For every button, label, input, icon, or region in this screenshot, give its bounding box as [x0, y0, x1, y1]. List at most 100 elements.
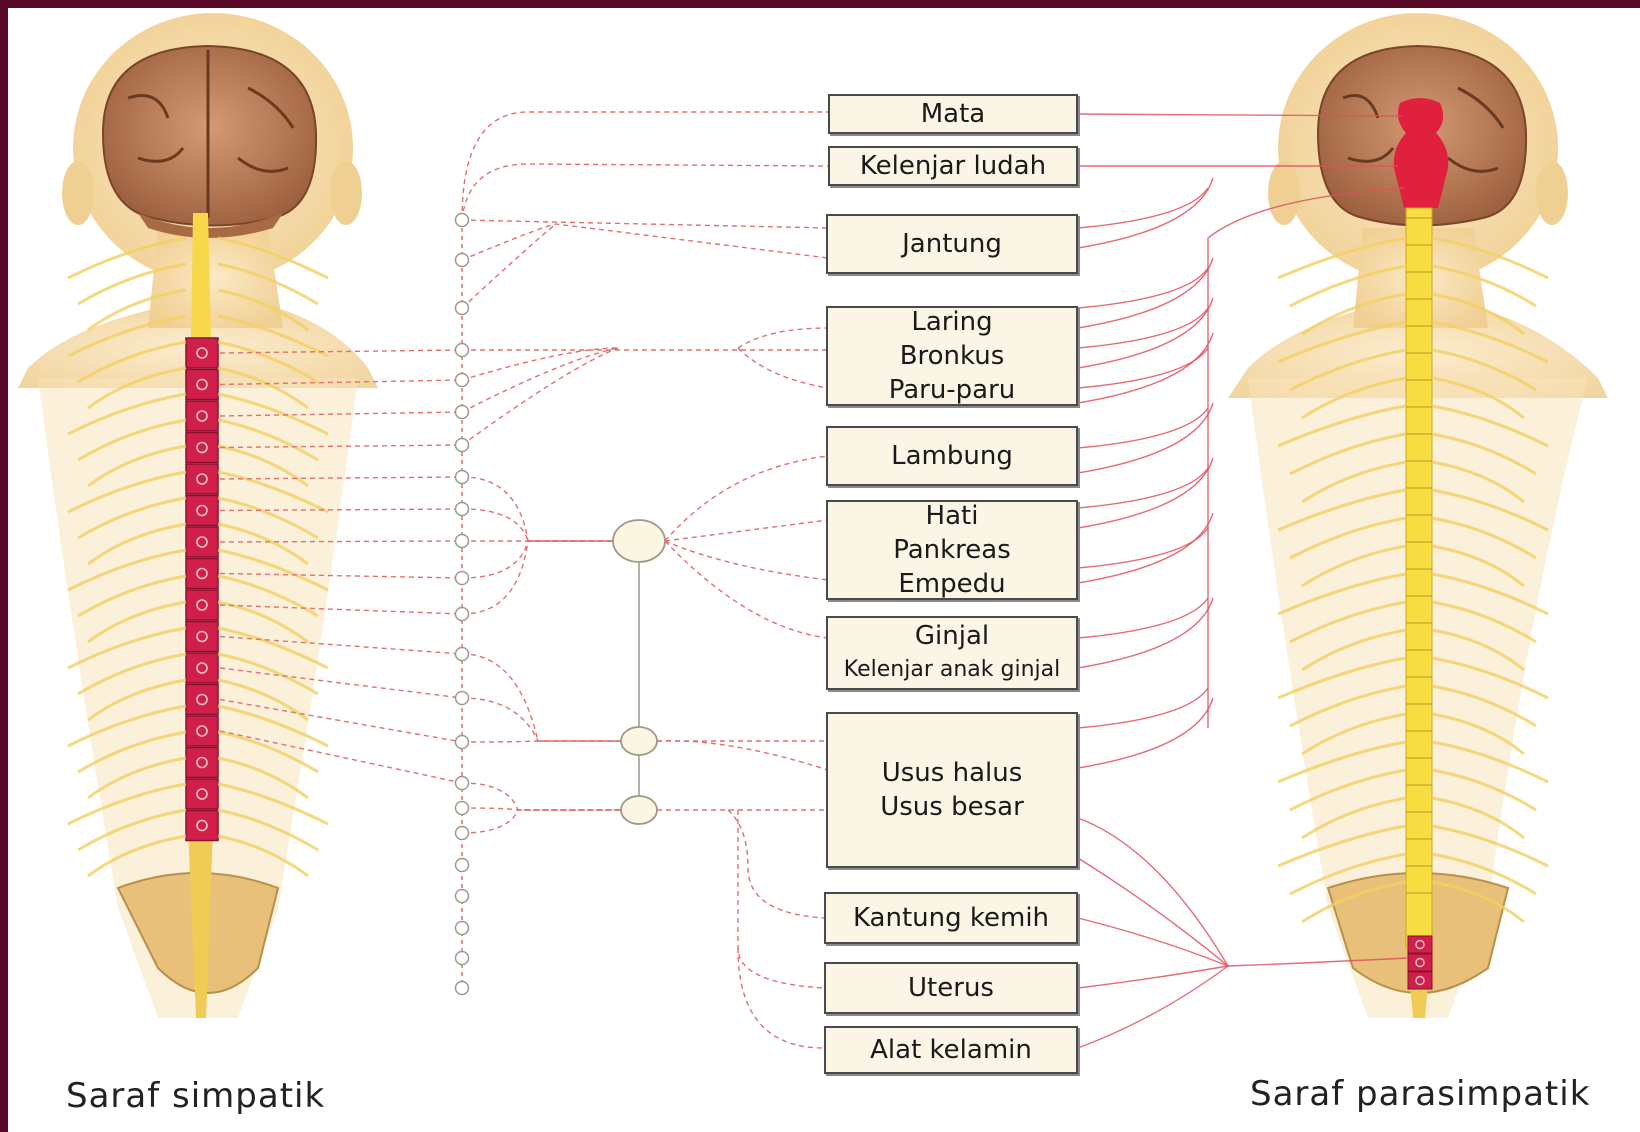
- sympathetic-pathway: [462, 348, 618, 380]
- autonomic-nervous-system-diagram: MataKelenjar ludahJantungLaringBronkusPa…: [8, 8, 1640, 1132]
- parasympathetic-pathway: [1078, 298, 1213, 368]
- organ-label: Paru-paru: [889, 373, 1016, 407]
- sympathetic-pathway: [462, 348, 618, 412]
- parasympathetic-pathway: [1078, 308, 1208, 348]
- sympathetic-pathway: [738, 948, 824, 1048]
- celiac-ganglion: [613, 520, 665, 562]
- parasympathetic-pathway: [1078, 188, 1208, 228]
- sympathetic-pathway: [728, 810, 824, 918]
- sympathetic-pathway: [462, 808, 621, 810]
- spinal-segment: [186, 401, 218, 431]
- spinal-segment: [186, 779, 218, 809]
- sympathetic-ganglion-chain: [456, 214, 469, 995]
- sympathetic-pathway: [462, 783, 621, 810]
- chain-ganglion: [456, 214, 469, 227]
- parasympathetic-pathway: [1078, 513, 1213, 583]
- sympathetic-pathway: [220, 541, 462, 542]
- sympathetic-pathway: [462, 224, 828, 260]
- organ-box-jantung: Jantung: [826, 214, 1078, 274]
- left-spinal-cord-upper: [191, 213, 211, 338]
- left-brain: [103, 46, 316, 226]
- spinal-segment: [186, 653, 218, 683]
- sympathetic-pathway: [657, 741, 828, 770]
- caption-parasimpatik: Saraf parasimpatik: [1250, 1074, 1590, 1114]
- organ-label: Mata: [921, 97, 986, 131]
- parasympathetic-pathway: [1078, 348, 1208, 388]
- sympathetic-pathway: [738, 328, 828, 348]
- spinal-segment: [186, 685, 218, 715]
- chain-ganglion: [456, 859, 469, 872]
- organ-label: Pankreas: [893, 533, 1011, 567]
- parasympathetic-pathway: [1078, 333, 1213, 403]
- chain-ganglion: [456, 952, 469, 965]
- sympathetic-pathway: [738, 810, 824, 988]
- chain-ganglion: [456, 439, 469, 452]
- sympathetic-pathway: [462, 224, 556, 308]
- sympathetic-pathway: [665, 541, 828, 638]
- chain-ganglion: [456, 648, 469, 661]
- organ-label: Usus halus: [882, 756, 1023, 790]
- parasympathetic-pathway: [1078, 698, 1213, 768]
- inferior-mesenteric-ganglion: [621, 796, 657, 824]
- spinal-segment: [186, 716, 218, 746]
- sacral-segment: [1408, 954, 1432, 971]
- organ-box-usus: Usus halusUsus besar: [826, 712, 1078, 868]
- sympathetic-pathway: [462, 220, 828, 228]
- spinal-segment: [186, 433, 218, 463]
- sympathetic-pathway: [462, 810, 621, 833]
- sympathetic-pathway: [462, 654, 621, 741]
- right-body-figure: [1228, 13, 1608, 1018]
- parasympathetic-pathway: [1078, 598, 1213, 668]
- chain-ganglion: [456, 608, 469, 621]
- sympathetic-pathway: [462, 164, 828, 220]
- sympathetic-pathway: [665, 541, 828, 580]
- sacral-segment: [1408, 972, 1432, 989]
- parasympathetic-pathway: [1078, 178, 1213, 248]
- spinal-segment: [186, 338, 218, 368]
- organ-label: Jantung: [902, 227, 1002, 261]
- organ-label: Usus besar: [880, 790, 1024, 824]
- sacral-segment: [1408, 936, 1432, 953]
- sympathetic-pathway: [462, 509, 613, 541]
- caption-simpatik: Saraf simpatik: [66, 1076, 325, 1116]
- spinal-segment: [186, 811, 218, 841]
- left-body-figure: [18, 13, 378, 1018]
- right-brainstem-red: [1394, 98, 1449, 208]
- organ-label: Alat kelamin: [870, 1033, 1032, 1067]
- chain-ganglion: [456, 344, 469, 357]
- organ-label: Uterus: [908, 971, 994, 1005]
- chain-ganglion: [456, 302, 469, 315]
- sympathetic-pathway: [462, 348, 618, 445]
- parasympathetic-pathway: [1078, 688, 1208, 728]
- spinal-segment: [186, 559, 218, 589]
- prevertebral-ganglia: [613, 520, 665, 824]
- spinal-segment: [186, 622, 218, 652]
- organ-label: Kelenjar ludah: [860, 149, 1046, 183]
- parasympathetic-pathway: [1078, 408, 1208, 448]
- sympathetic-pathway: [462, 541, 613, 614]
- organ-label: Hati: [926, 499, 979, 533]
- parasympathetic-pathway: [1078, 918, 1228, 966]
- parasympathetic-pathway: [1078, 468, 1208, 508]
- organ-box-kelenjar-ludah: Kelenjar ludah: [828, 146, 1078, 186]
- organ-box-kantung: Kantung kemih: [824, 892, 1078, 944]
- chain-ganglion: [456, 802, 469, 815]
- organ-box-uterus: Uterus: [824, 962, 1078, 1014]
- chain-ganglion: [456, 254, 469, 267]
- sympathetic-pathway: [665, 456, 828, 541]
- organ-box-mata: Mata: [828, 94, 1078, 134]
- spinal-segment: [186, 496, 218, 526]
- organ-label: Kelenjar anak ginjal: [844, 653, 1060, 687]
- organ-label: Bronkus: [900, 339, 1005, 373]
- chain-ganglion: [456, 572, 469, 585]
- right-sacral-segments: [1408, 936, 1432, 989]
- spinal-segment: [186, 464, 218, 494]
- right-spinal-cord: [1406, 208, 1432, 948]
- parasympathetic-pathway: [1078, 818, 1228, 966]
- sympathetic-pathway: [462, 698, 621, 741]
- chain-ganglion: [456, 736, 469, 749]
- sympathetic-pathway: [665, 520, 828, 541]
- chain-ganglion: [456, 827, 469, 840]
- sympathetic-pathway: [738, 348, 828, 388]
- organ-label: Laring: [911, 305, 992, 339]
